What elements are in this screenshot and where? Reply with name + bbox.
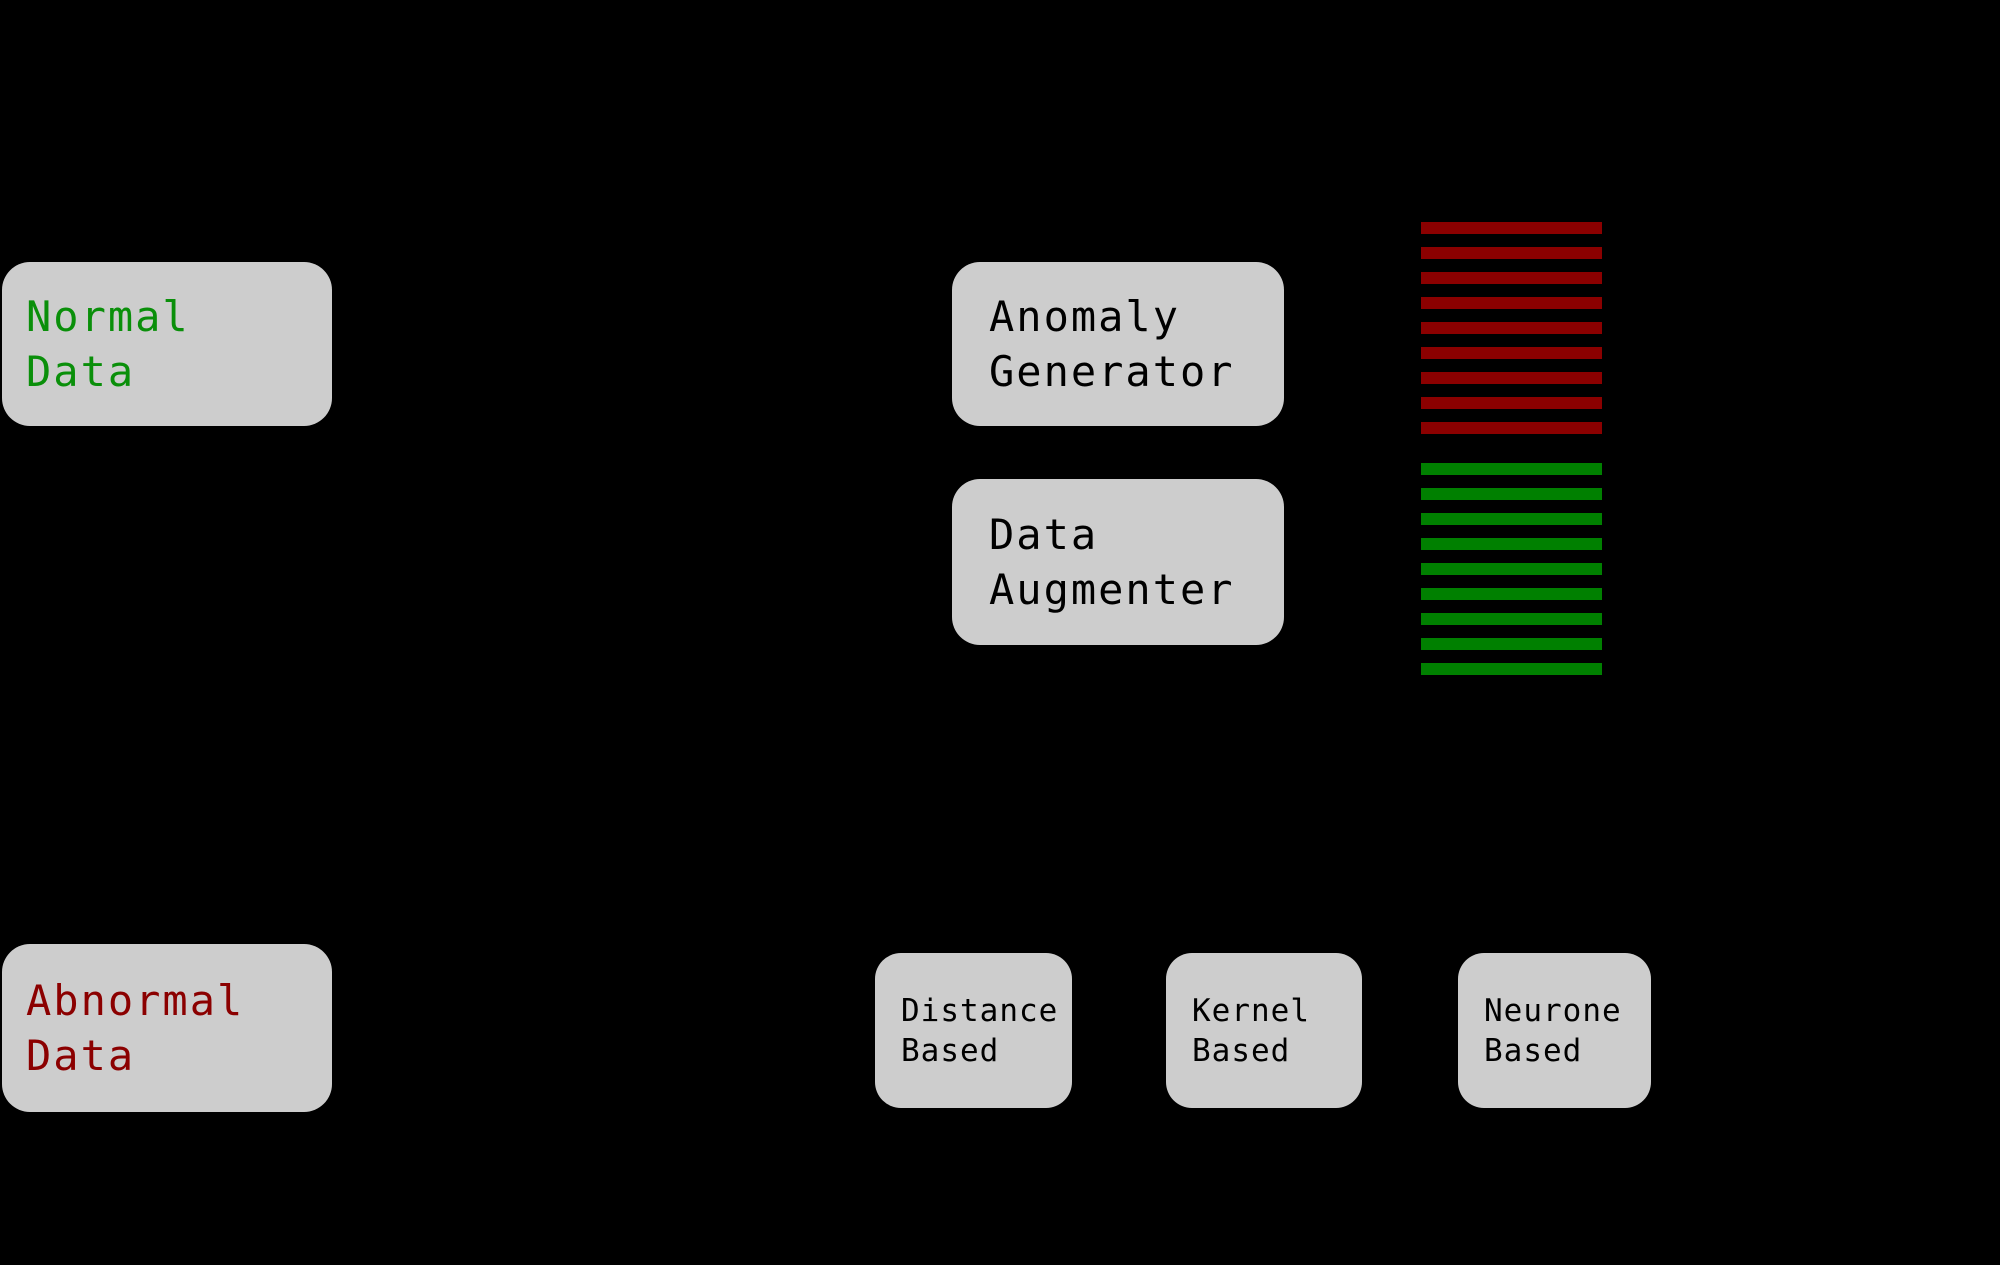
- neurone-based-label-line1: Neurone: [1484, 992, 1622, 1029]
- normal-data-box: Normal Data: [2, 262, 332, 426]
- data-record-stripe: [1421, 513, 1602, 525]
- data-augmenter-label-line1: Data: [989, 510, 1099, 559]
- data-record-stripe: [1421, 247, 1602, 259]
- data-record-stripe: [1421, 222, 1602, 234]
- data-record-stripe: [1421, 397, 1602, 409]
- normal-data-stripes: [1421, 463, 1602, 675]
- kernel-based-label-line2: Based: [1192, 1032, 1291, 1069]
- data-record-stripe: [1421, 638, 1602, 650]
- data-record-stripe: [1421, 663, 1602, 675]
- distance-based-box: Distance Based: [875, 953, 1072, 1108]
- kernel-based-label-line1: Kernel: [1192, 992, 1310, 1029]
- data-record-stripe: [1421, 422, 1602, 434]
- neurone-based-box: Neurone Based: [1458, 953, 1651, 1108]
- distance-based-label-line2: Based: [901, 1032, 1000, 1069]
- data-augmenter-label-line2: Augmenter: [989, 565, 1235, 614]
- data-record-stripe: [1421, 463, 1602, 475]
- neurone-based-label-line2: Based: [1484, 1032, 1583, 1069]
- data-record-stripe: [1421, 322, 1602, 334]
- data-record-stripe: [1421, 488, 1602, 500]
- data-record-stripe: [1421, 563, 1602, 575]
- data-record-stripe: [1421, 613, 1602, 625]
- normal-data-label-line1: Normal: [26, 292, 190, 341]
- anomaly-generator-label-line2: Generator: [989, 347, 1235, 396]
- abnormal-data-label-line1: Abnormal: [26, 976, 245, 1025]
- data-augmenter-box: Data Augmenter: [952, 479, 1284, 645]
- kernel-based-box: Kernel Based: [1166, 953, 1362, 1108]
- anomaly-generator-label-line1: Anomaly: [989, 292, 1181, 341]
- abnormal-data-label-line2: Data: [26, 1031, 136, 1080]
- normal-data-label-line2: Data: [26, 347, 136, 396]
- anomaly-generator-box: Anomaly Generator: [952, 262, 1284, 426]
- data-record-stripe: [1421, 588, 1602, 600]
- abnormal-data-box: Abnormal Data: [2, 944, 332, 1112]
- data-record-stripe: [1421, 347, 1602, 359]
- data-record-stripe: [1421, 372, 1602, 384]
- abnormal-data-stripes: [1421, 222, 1602, 434]
- data-record-stripe: [1421, 297, 1602, 309]
- data-record-stripe: [1421, 538, 1602, 550]
- distance-based-label-line1: Distance: [901, 992, 1059, 1029]
- data-record-stripe: [1421, 272, 1602, 284]
